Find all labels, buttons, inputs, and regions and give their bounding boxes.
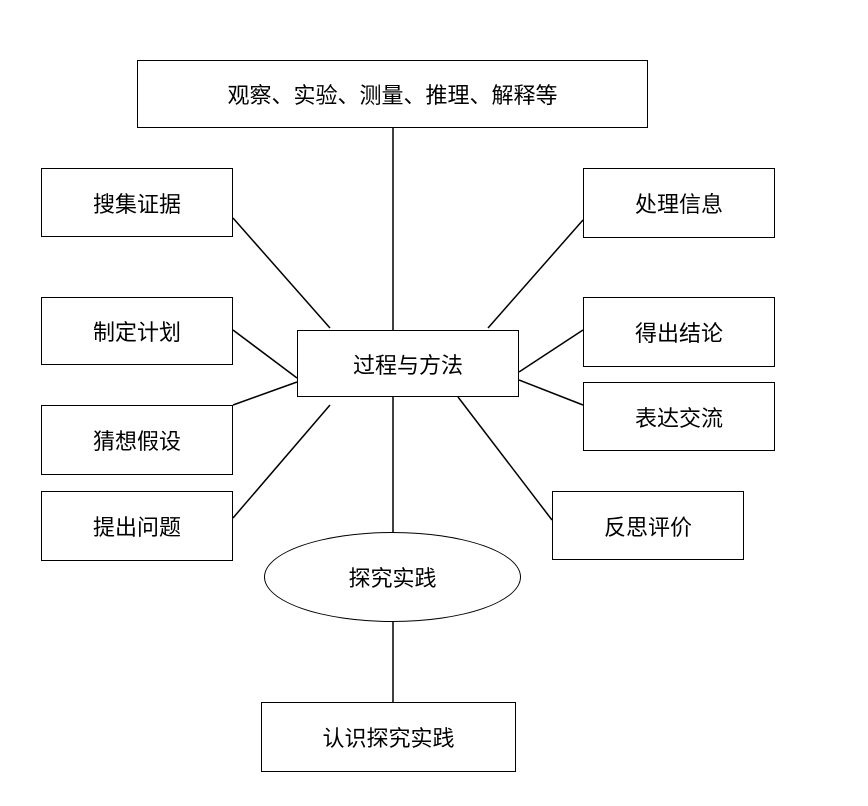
line-sou-ji-zheng-ju	[232, 217, 331, 329]
box-zhi-ding-ji-hua: 制定计划	[41, 297, 233, 365]
box-chu-li-xin-xi-label: 处理信息	[634, 193, 723, 218]
box-sou-ji-zheng-ju-label: 搜集证据	[92, 192, 181, 218]
line-ti-chu-wen-ti	[232, 404, 331, 519]
bottom-box: 认识探究实践	[261, 702, 516, 772]
line-fan-si-ping-jia	[457, 396, 553, 521]
line-cai-xiang-jia-she	[232, 381, 298, 406]
line-zhi-ding-ji-hua	[232, 329, 298, 379]
line-biao-da-jiao-liu	[518, 379, 584, 406]
box-cai-xiang-jia-she-label: 猜想假设	[92, 430, 181, 455]
center-box: 过程与方法	[297, 330, 519, 397]
ellipse-node-label: 探究实践	[348, 567, 437, 592]
center-box-label: 过程与方法	[352, 353, 463, 379]
bottom-box-label: 认识探究实践	[322, 727, 455, 752]
box-chu-li-xin-xi: 处理信息	[583, 168, 775, 238]
ellipse-node: 探究实践	[264, 532, 521, 622]
line-chu-li-xin-xi	[487, 219, 584, 329]
box-biao-da-jiao-liu-label: 表达交流	[634, 406, 723, 432]
line-de-chu-jie-lun	[518, 329, 584, 373]
top-box-label: 观察、实验、测量、推理、解释等	[227, 84, 558, 109]
box-ti-chu-wen-ti-label: 提出问题	[92, 516, 181, 541]
box-fan-si-ping-jia-label: 反思评价	[603, 515, 692, 541]
top-box: 观察、实验、测量、推理、解释等	[137, 60, 648, 128]
box-ti-chu-wen-ti: 提出问题	[41, 491, 233, 561]
box-de-chu-jie-lun: 得出结论	[583, 297, 775, 367]
box-de-chu-jie-lun-label: 得出结论	[634, 322, 723, 347]
box-biao-da-jiao-liu: 表达交流	[583, 382, 775, 451]
box-zhi-ding-ji-hua-label: 制定计划	[92, 321, 181, 346]
box-cai-xiang-jia-she: 猜想假设	[41, 405, 233, 475]
box-fan-si-ping-jia: 反思评价	[552, 491, 744, 560]
box-sou-ji-zheng-ju: 搜集证据	[41, 168, 233, 237]
